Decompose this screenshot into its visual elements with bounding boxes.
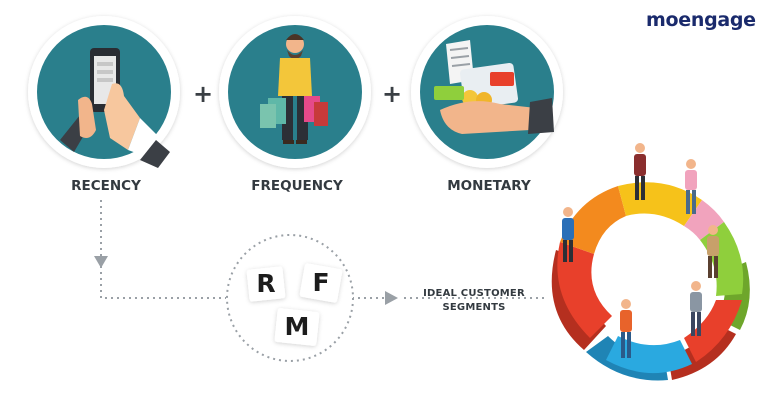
letter-r: R [256,269,276,298]
rfm-hub [226,234,354,362]
person-figure [620,299,632,358]
person-figure [690,281,702,336]
letter-f: F [312,268,330,297]
m-card [274,308,320,346]
recency-circle [28,16,180,168]
shopper-icon [260,34,328,144]
segments-label-line2: SEGMENTS [442,302,506,313]
segment-ring [551,182,750,381]
person-figure [685,159,697,214]
monetary-label: MONETARY [447,178,531,194]
people-icon [562,143,719,358]
dotted-connector [100,200,548,299]
monetary-circle [411,16,563,168]
moengage-logo: moengage [646,9,756,31]
plus-operator: + [382,80,403,108]
frequency-circle [219,16,371,168]
person-figure [634,143,646,200]
person-figure [562,207,574,262]
segments-label: IDEAL CUSTOMER SEGMENTS [417,287,531,315]
f-card [299,263,343,303]
phone-hand-icon [60,48,170,168]
segments-label-line1: IDEAL CUSTOMER [423,288,525,299]
frequency-label: FREQUENCY [251,178,343,194]
person-figure [707,225,719,278]
r-card [246,266,286,302]
recency-label: RECENCY [71,178,141,194]
plus-operator: + [193,80,214,108]
letter-m: M [284,312,310,341]
payment-icon [434,40,554,134]
arrow-down-icon [94,256,108,268]
arrow-right-icon [385,291,398,305]
